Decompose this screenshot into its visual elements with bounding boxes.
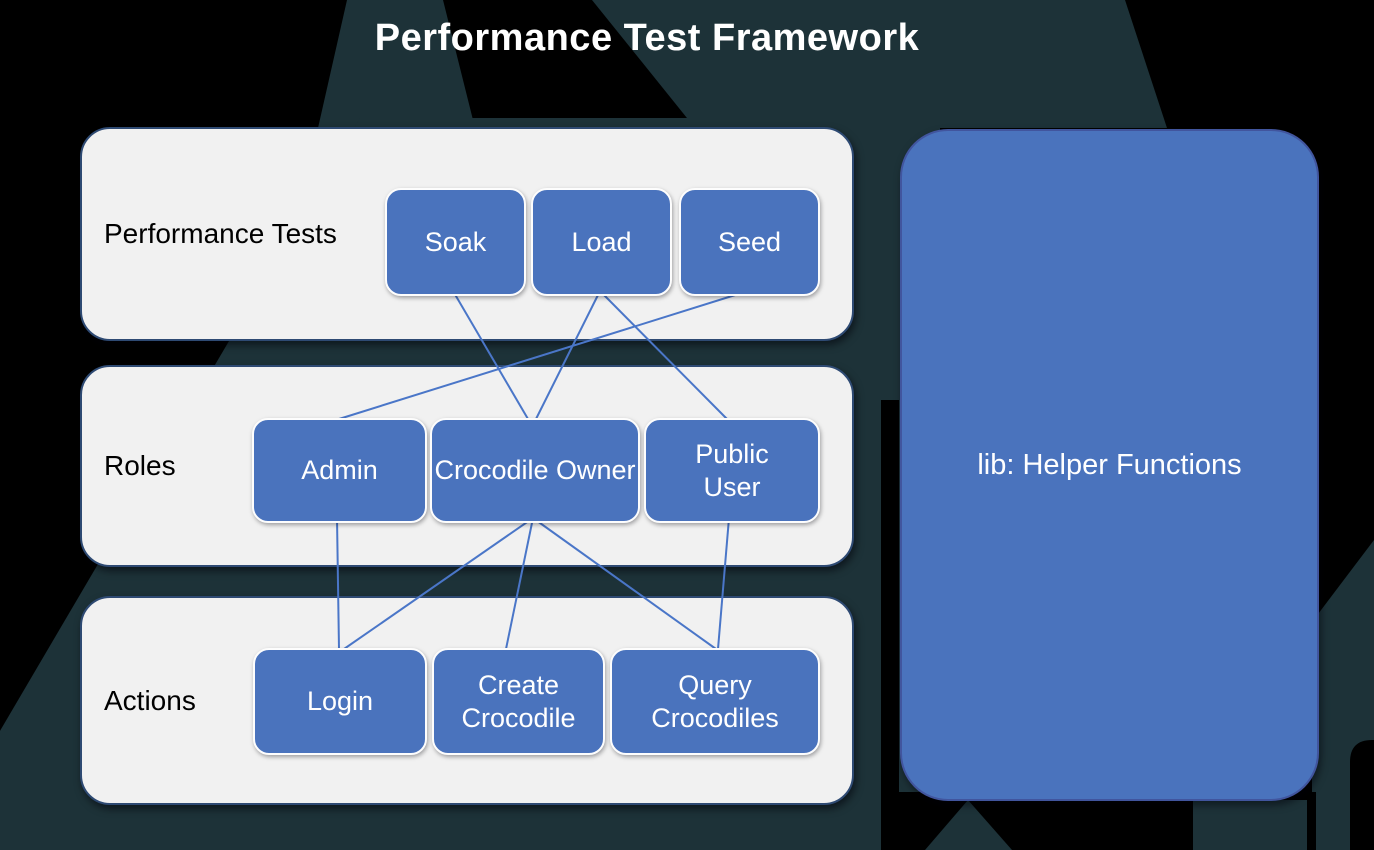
node-public-user-label: Public User bbox=[695, 438, 769, 502]
lib-helper-functions-label: lib: Helper Functions bbox=[977, 448, 1242, 481]
node-seed-label: Seed bbox=[717, 226, 782, 257]
backdrop-glyph-block bbox=[1193, 800, 1307, 850]
node-query-crocodiles: Query Crocodiles bbox=[610, 648, 820, 755]
panel-label-roles: Roles bbox=[104, 450, 176, 481]
page-title: Performance Test Framework bbox=[374, 17, 920, 59]
node-soak-label: Soak bbox=[424, 226, 487, 257]
node-soak: Soak bbox=[385, 188, 526, 296]
node-login: Login bbox=[253, 648, 427, 755]
node-seed: Seed bbox=[679, 188, 820, 296]
backdrop-glyph-arch bbox=[1350, 740, 1374, 850]
panel-lib-helper-functions: lib: Helper Functions bbox=[900, 129, 1319, 801]
backdrop-glyph-triangle bbox=[925, 800, 1012, 850]
backdrop-glyph-bar bbox=[881, 400, 899, 850]
node-crocodile-owner: Crocodile Owner bbox=[430, 418, 640, 523]
panel-label-performance-tests: Performance Tests bbox=[104, 218, 337, 249]
panel-label-actions: Actions bbox=[104, 684, 196, 716]
backdrop-band-right bbox=[592, 0, 1167, 128]
node-admin: Admin bbox=[252, 418, 427, 523]
node-public-user: Public User bbox=[644, 418, 820, 523]
node-create-crocodile-label: Create Crocodile bbox=[461, 669, 576, 733]
node-admin-label: Admin bbox=[301, 455, 378, 486]
node-crocodile-owner-label: Crocodile Owner bbox=[434, 455, 636, 486]
backdrop-mountain-peak-left bbox=[318, 0, 475, 128]
node-load-label: Load bbox=[571, 226, 632, 257]
node-query-crocodiles-label: Query Crocodiles bbox=[651, 669, 779, 733]
node-login-label: Login bbox=[306, 686, 374, 717]
node-create-crocodile: Create Crocodile bbox=[432, 648, 605, 755]
node-load: Load bbox=[531, 188, 672, 296]
